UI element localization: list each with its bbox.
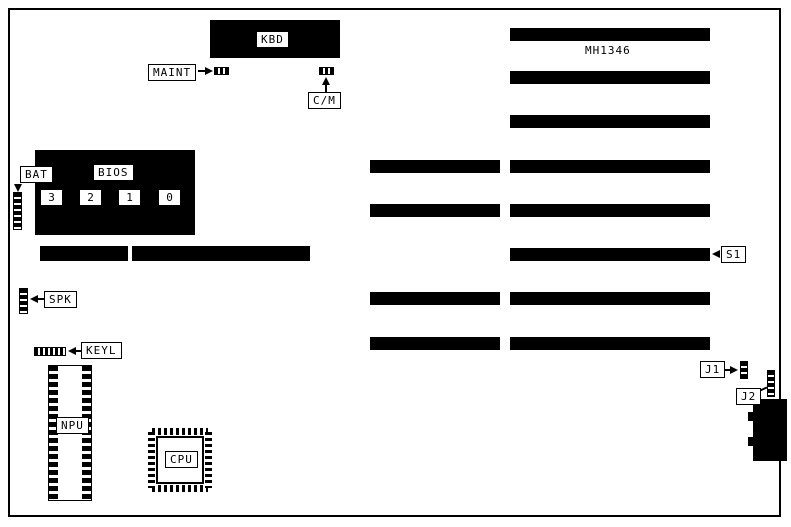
bios-chip-0: 0	[158, 189, 181, 206]
bat-label: BAT	[20, 166, 53, 183]
j2-connector	[767, 370, 775, 397]
spk-leader-line	[37, 298, 44, 300]
s1-arrow	[712, 250, 720, 258]
npu-label: NPU	[56, 417, 89, 434]
bios-chip-1: 1	[118, 189, 141, 206]
cm-connector	[319, 67, 334, 75]
maint-leader-line	[198, 70, 208, 72]
cpu-pin-row	[148, 432, 155, 488]
expansion-slot-s1	[510, 248, 710, 261]
cpu-label: CPU	[165, 451, 198, 468]
board-model-label: MH1346	[585, 44, 631, 57]
s1-label: S1	[721, 246, 747, 263]
j1-arrow	[730, 366, 738, 374]
cpu-pin-row	[152, 485, 208, 492]
memory-slot	[40, 246, 128, 261]
expansion-slot-extension	[370, 160, 500, 173]
spk-arrow	[30, 295, 38, 303]
bios-chip-2: 2	[79, 189, 102, 206]
j1-label: J1	[700, 361, 726, 378]
spk-label: SPK	[44, 291, 77, 308]
expansion-slot-extension	[370, 337, 500, 350]
j1-leader-line	[724, 369, 731, 371]
board-outline	[8, 8, 781, 517]
din-connector	[748, 399, 787, 461]
bat-arrow	[14, 184, 22, 192]
maint-arrow	[205, 67, 213, 75]
expansion-slot	[510, 337, 710, 350]
expansion-slot	[510, 204, 710, 217]
maint-connector	[214, 67, 229, 75]
keyl-leader-line	[75, 350, 81, 352]
expansion-slot	[510, 28, 710, 41]
j1-connector	[740, 361, 748, 379]
expansion-slot-extension	[370, 204, 500, 217]
cm-label: C/M	[308, 92, 341, 109]
battery-connector	[13, 192, 22, 230]
memory-slot	[132, 246, 310, 261]
kbd-label: KBD	[256, 31, 289, 48]
keyl-label: KEYL	[81, 342, 122, 359]
expansion-slot	[510, 160, 710, 173]
cm-arrow	[322, 77, 330, 85]
cpu-socket	[148, 428, 212, 492]
din-connector-pin	[748, 412, 754, 421]
cm-leader-line	[325, 84, 327, 92]
j2-label: J2	[736, 388, 762, 405]
keyl-arrow	[68, 347, 76, 355]
din-connector-pin	[748, 437, 754, 446]
cpu-pin-row	[152, 428, 208, 435]
maint-label: MAINT	[148, 64, 197, 81]
expansion-slot	[510, 115, 710, 128]
cpu-pin-row	[205, 432, 212, 488]
keylock-connector	[34, 347, 66, 356]
speaker-connector	[19, 288, 28, 314]
expansion-slot	[510, 292, 710, 305]
bios-label: BIOS	[93, 164, 134, 181]
bios-chip-3: 3	[40, 189, 63, 206]
expansion-slot-extension	[370, 292, 500, 305]
expansion-slot	[510, 71, 710, 84]
npu-pin-column	[49, 366, 58, 500]
